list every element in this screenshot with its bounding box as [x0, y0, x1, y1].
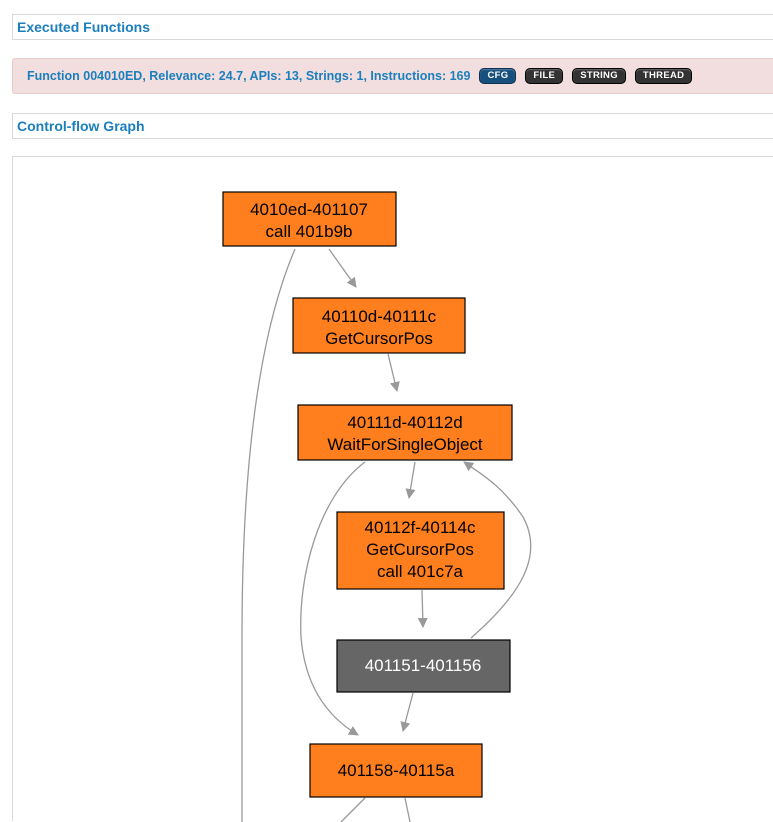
- cfg-svg: 4010ed-401107 call 401b9b 40110d-40111c …: [222, 191, 532, 822]
- tag-file: FILE: [525, 68, 564, 84]
- edge-n5-n3: [463, 461, 532, 639]
- edge-n3-n6: [300, 461, 366, 736]
- node-n6-line-1: 401158-40115a: [338, 761, 455, 780]
- node-n5-line-1: 401151-401156: [365, 656, 482, 675]
- node-n2[interactable]: 40110d-40111c GetCursorPos: [292, 297, 466, 354]
- node-n1-line-2: call 401b9b: [266, 222, 353, 241]
- node-n3[interactable]: 40111d-40112d WaitForSingleObject: [297, 404, 513, 461]
- tag-cfg[interactable]: CFG: [479, 68, 517, 84]
- node-n2-line-1: 40110d-40111c: [322, 307, 437, 326]
- executed-functions-header[interactable]: Executed Functions: [12, 14, 773, 40]
- node-n4-line-3: call 401c7a: [377, 562, 464, 581]
- node-n1-line-1: 4010ed-401107: [250, 200, 368, 219]
- node-n3-line-2: WaitForSingleObject: [327, 435, 483, 454]
- node-n6[interactable]: 401158-40115a: [309, 743, 483, 798]
- node-n1[interactable]: 4010ed-401107 call 401b9b: [222, 191, 397, 247]
- edge-n4-n5: [417, 589, 428, 628]
- edge-n2-n3: [387, 353, 400, 392]
- edge-n6-out-right: [404, 797, 411, 822]
- function-summary-bar: Function 004010ED, Relevance: 24.7, APIs…: [12, 58, 773, 94]
- tag-string: STRING: [572, 68, 626, 84]
- edge-n5-n6: [400, 692, 414, 732]
- node-n5[interactable]: 401151-401156: [336, 639, 511, 693]
- edge-n6-out-left: [340, 797, 366, 822]
- node-n4-line-2: GetCursorPos: [366, 540, 474, 559]
- edge-n3-n4: [405, 461, 416, 499]
- node-n3-line-1: 40111d-40112d: [347, 413, 462, 432]
- node-n2-line-2: GetCursorPos: [325, 329, 433, 348]
- function-summary-link[interactable]: Function 004010ED, Relevance: 24.7, APIs…: [27, 69, 471, 83]
- edge-n1-n2: [328, 248, 357, 288]
- tag-thread: THREAD: [634, 68, 693, 84]
- control-flow-graph-header[interactable]: Control-flow Graph: [12, 113, 773, 139]
- node-n4[interactable]: 40112f-40114c GetCursorPos call 401c7a: [336, 511, 505, 590]
- control-flow-graph-title: Control-flow Graph: [17, 118, 145, 134]
- node-n4-line-1: 40112f-40114c: [365, 518, 476, 537]
- edge-n1-down: [241, 248, 296, 822]
- executed-functions-title: Executed Functions: [17, 19, 151, 35]
- control-flow-graph-panel[interactable]: 4010ed-401107 call 401b9b 40110d-40111c …: [12, 156, 773, 822]
